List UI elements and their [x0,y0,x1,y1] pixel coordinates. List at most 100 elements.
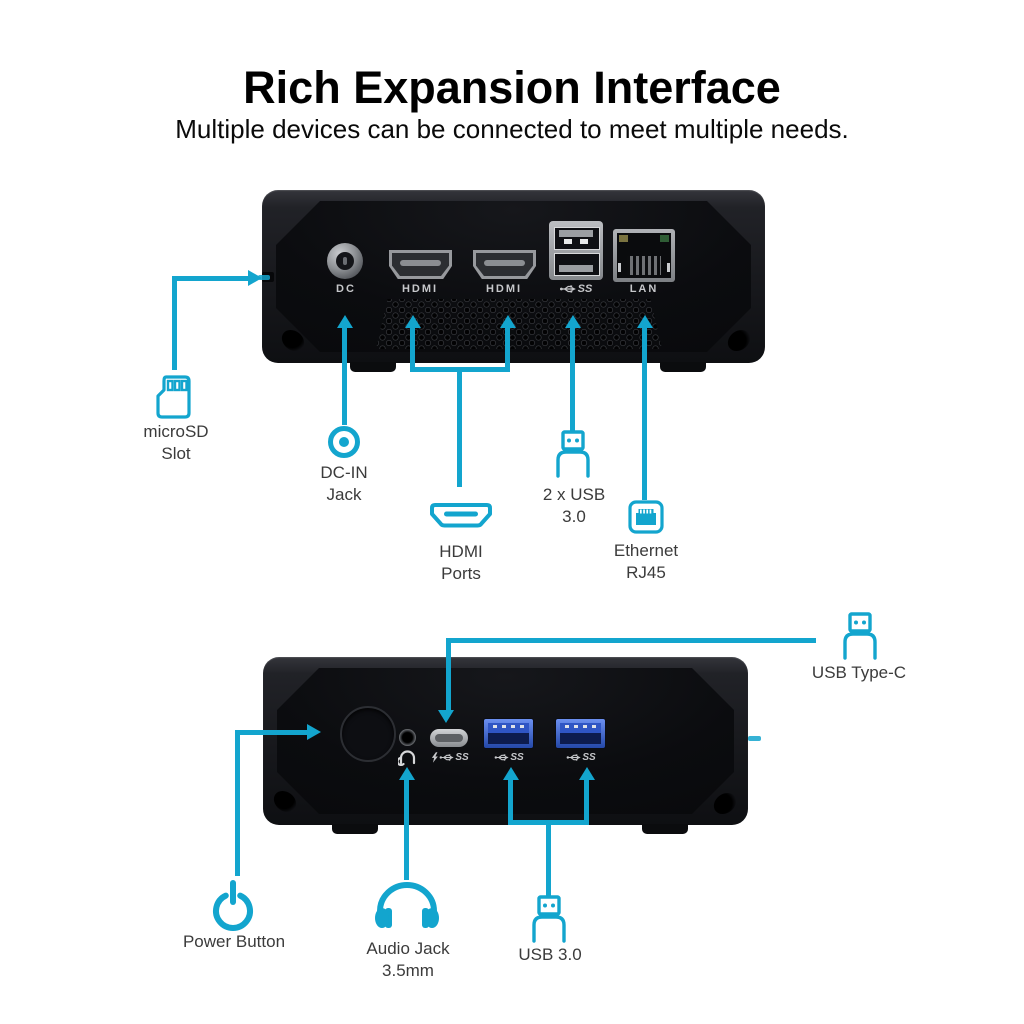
callout-line-hdmi [410,326,415,372]
audio-jack-port [399,729,416,746]
lan-pins [627,256,661,275]
callout-label-power: Power Button [182,932,286,951]
lan-led-right [660,235,669,242]
hdmi-icon [430,503,492,528]
usb-a-3.0-port-2 [556,719,605,748]
arrowhead-power [307,724,321,740]
port-label-usbc-ss: SS [431,752,469,763]
callout-line-usb3-rear [570,326,575,432]
arrowhead-ethernet [637,315,653,328]
dc-in-port [327,243,363,279]
dc-in-jack-icon [328,426,360,458]
usb-tongue [560,723,601,733]
lan-notch [667,263,670,272]
power-icon [213,880,253,931]
usb-tongue [559,265,593,272]
arrowhead-usb3-front-2 [579,767,595,780]
power-button [340,706,396,762]
callout-line-microsd [172,276,177,370]
page-subtitle: Multiple devices can be connected to mee… [175,114,849,144]
callout-label-microsd-2: Slot [161,444,191,463]
callout-label-usb3rear-2: 3.0 [562,507,586,526]
ss-text: SS [510,752,524,763]
callout-line-ethernet [642,326,647,500]
port-label-dc: DC [336,283,356,295]
hdmi-port-1 [389,250,452,279]
arrowhead-hdmi-1 [405,315,421,328]
lan-notch [618,263,621,272]
usb-contact [583,725,587,728]
ss-text: SS [577,283,593,295]
dc-in-jack-icon-dot [339,437,349,447]
callout-stem-hdmi [457,370,462,487]
ss-text: SS [455,752,469,763]
microsd-card-edge [258,275,270,280]
usb-c-slot [435,734,463,742]
screw-hole [709,788,741,819]
callout-line-usb-type-c [446,638,451,712]
callout-label-hdmi-1: HDMI [439,542,483,561]
port-label-usb-ss: SS [559,283,593,295]
usb-contact [493,725,497,728]
usb-trident-icon [494,754,509,761]
usb-plug-icon [843,612,877,660]
lightning-icon [431,752,438,763]
arrowhead-usb3-rear [565,315,581,328]
callout-label-audio-1: Audio Jack [366,939,450,958]
side-pin [748,736,761,741]
usb-a-inner [560,723,601,744]
callout-label-ethernet-2: RJ45 [626,563,666,582]
callout-label-audio-2: 3.5mm [382,961,434,980]
callout-bracket-hdmi [410,367,510,372]
callout-label-hdmi-2: Ports [441,564,481,583]
usb-trident-icon [559,285,576,293]
page-title: Rich Expansion Interface [243,62,781,113]
lan-port-inner [617,233,671,278]
device-foot [332,824,378,834]
callout-label-microsd-1: microSD [143,422,209,441]
usb-contact [574,725,578,728]
callout-label-usb3rear-1: 2 x USB [542,485,606,504]
port-label-hdmi: HDMI [485,283,523,295]
device-foot [350,362,396,372]
port-label-usba2-ss: SS [566,752,596,763]
usb-plug-icon [556,430,590,478]
usb-contact [502,725,506,728]
hdmi-port-bar [400,260,441,266]
callout-line-dc-in [342,326,347,425]
arrowhead-dc-in [337,315,353,328]
usb-contact [520,725,524,728]
callout-line-hdmi [505,326,510,372]
ethernet-rj45-icon [628,500,664,534]
callout-line-audio [404,778,409,880]
hdmi-port-bar [484,260,525,266]
usb-contact [511,725,515,728]
callout-line-power [235,730,240,876]
ss-text: SS [582,752,596,763]
callout-line-usb3-front [584,778,589,825]
callout-label-usb3-front: USB 3.0 [518,945,582,964]
screw-hole [269,786,301,817]
usb-a-3.0-port-1 [484,719,533,748]
usb-a-inner [488,723,529,744]
arrowhead-usb3-front-1 [503,767,519,780]
vent-grille [376,299,662,349]
usb-trident-icon [439,754,454,761]
headphones-icon [375,882,439,928]
usb-tongue [559,230,593,237]
callout-label-usb-type-c: USB Type-C [811,663,907,682]
arrowhead-audio [399,767,415,780]
callout-line-microsd [172,276,250,281]
port-label-usba1-ss: SS [494,752,524,763]
port-label-hdmi: HDMI [401,283,439,295]
callout-line-power [235,730,309,735]
hdmi-port-2 [473,250,536,279]
port-label-lan: LAN [629,283,659,295]
usb-plug-icon [532,895,566,943]
dc-in-port-pin [343,257,347,265]
callout-label-dcin-1: DC-IN [320,463,368,482]
usb-tongue [488,723,529,733]
usb-contact [564,239,572,244]
device-foot [660,362,706,372]
